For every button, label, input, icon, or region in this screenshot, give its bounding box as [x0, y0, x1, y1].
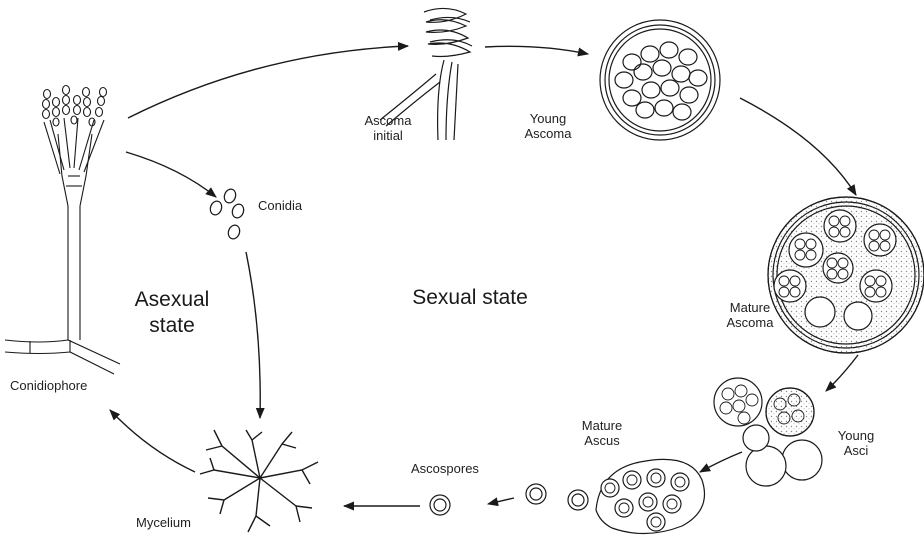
mycelium-drawing: [200, 430, 318, 532]
ascoma-initial-label: Ascoma initial: [358, 113, 418, 143]
arrow-young-ascoma-to-mature-ascoma: [740, 98, 856, 195]
young-asci-label: Young Asci: [826, 428, 886, 458]
arrow-mycelium-to-conidiophore: [110, 410, 195, 472]
mycelium-label: Mycelium: [136, 515, 191, 530]
conidia-chains: [43, 86, 107, 127]
arrow-conidiophore-to-ascoma-initial: [128, 46, 408, 118]
arrow-young-asci-to-mature-ascus: [700, 452, 742, 472]
ascospores-label: Ascospores: [411, 461, 479, 476]
mature-ascus-label: Mature Ascus: [572, 418, 632, 448]
arrow-ascoma-initial-to-young-ascoma: [485, 46, 588, 54]
mature-ascoma-label: Mature Ascoma: [720, 300, 780, 330]
young-asci-drawing: [714, 378, 822, 486]
conidiophore-label: Conidiophore: [10, 378, 87, 393]
conidiophore-drawing: [5, 86, 120, 375]
arrow-conidiophore-to-conidia: [126, 152, 216, 197]
sexual-state-label: Sexual state: [400, 285, 540, 311]
mature-ascus-drawing: [596, 459, 705, 533]
arrow-conidia-to-mycelium: [246, 252, 260, 418]
conidia-label: Conidia: [258, 198, 302, 213]
mature-ascoma-drawing: [768, 197, 924, 353]
arrow-mature-ascoma-to-young-asci: [826, 355, 858, 391]
young-ascoma-label: Young Ascoma: [518, 111, 578, 141]
young-ascoma-drawing: [600, 20, 720, 140]
arrow-ascospores-to-ascospores: [488, 498, 514, 504]
asexual-state-label: Asexual state: [122, 287, 222, 339]
